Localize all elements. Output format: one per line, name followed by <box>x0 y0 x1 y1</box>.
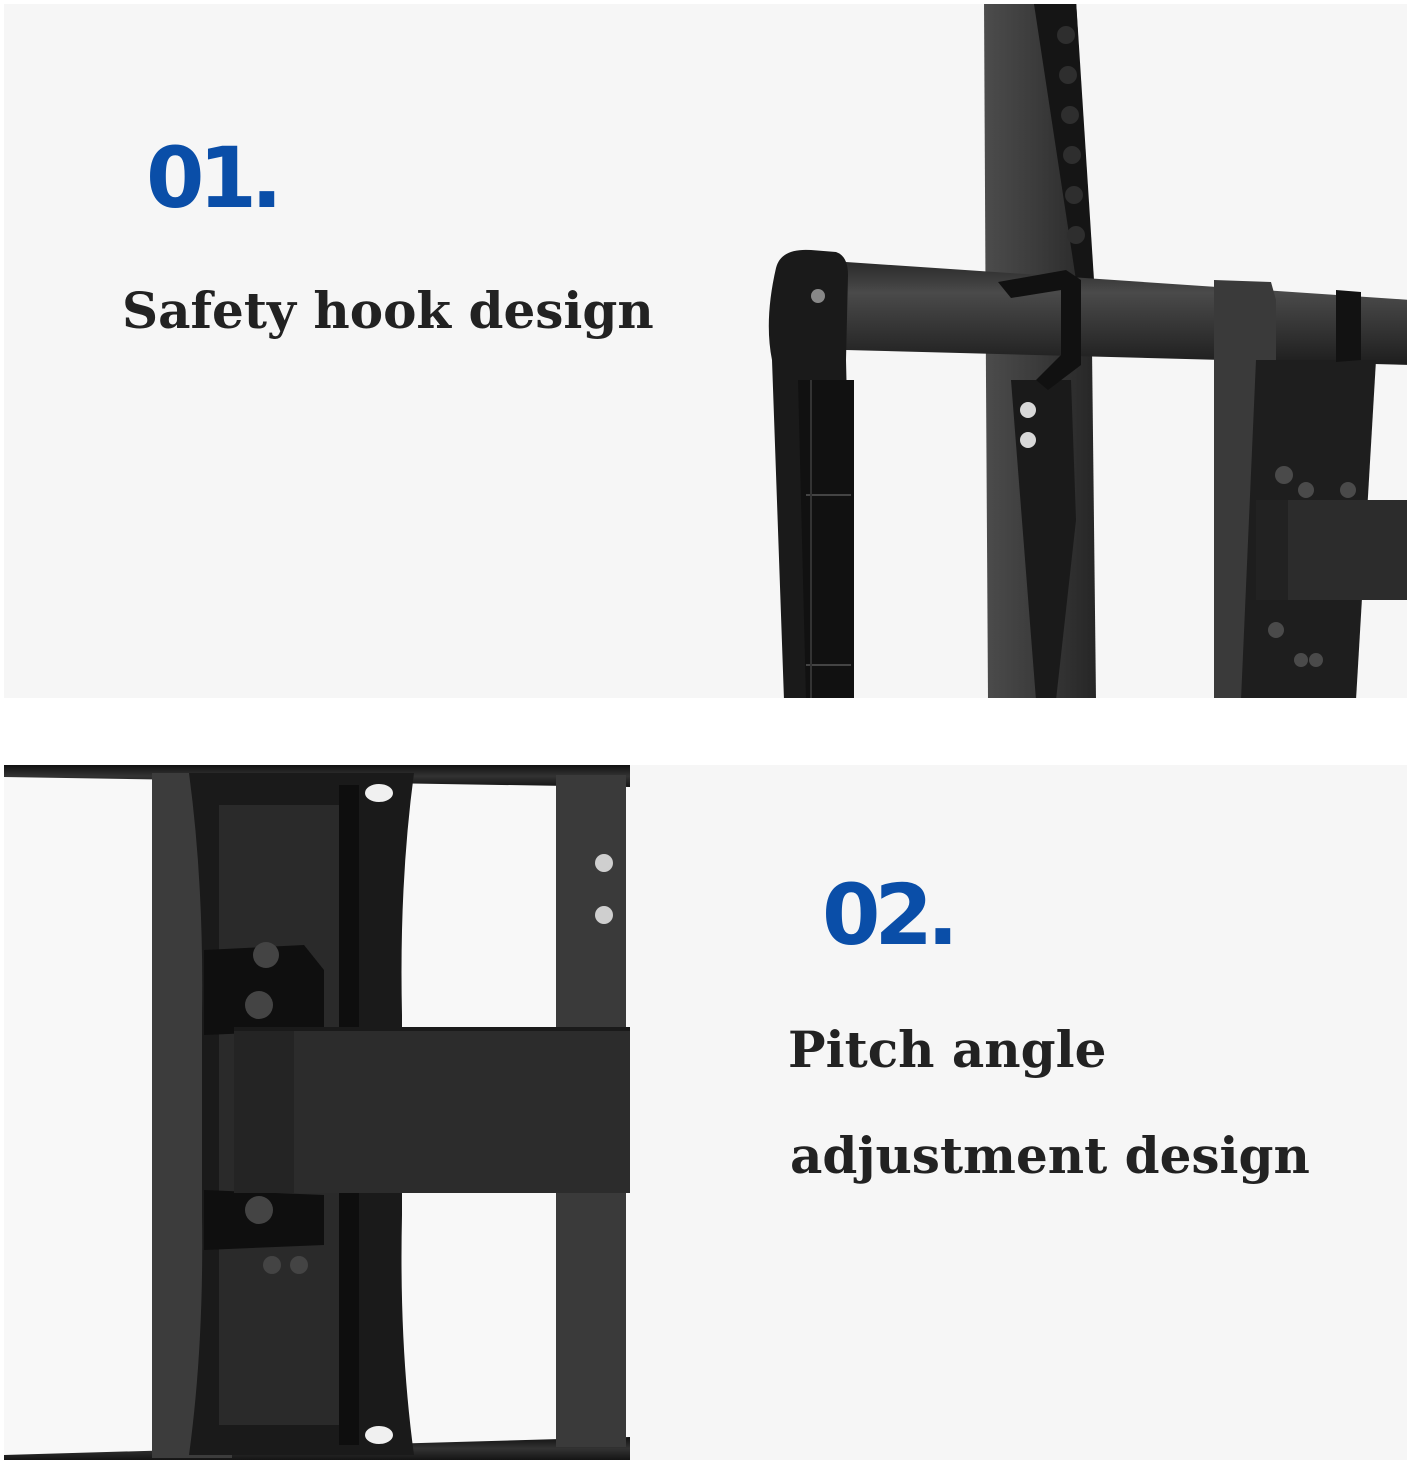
feature-title-line-1: Pitch angle <box>788 1020 1107 1079</box>
feature-number: 01. <box>146 129 283 227</box>
feature-number: 02. <box>822 866 959 964</box>
feature-panel-safety-hook: 01. Safety hook design <box>4 4 1407 698</box>
product-image-safety-hook <box>768 4 1407 698</box>
product-image-pitch-adjustment <box>4 765 630 1460</box>
feature-title: Safety hook design <box>122 281 654 340</box>
feature-title-line-2: adjustment design <box>790 1126 1310 1185</box>
feature-panel-pitch-angle: 02. Pitch angle adjustment design <box>4 765 1407 1460</box>
